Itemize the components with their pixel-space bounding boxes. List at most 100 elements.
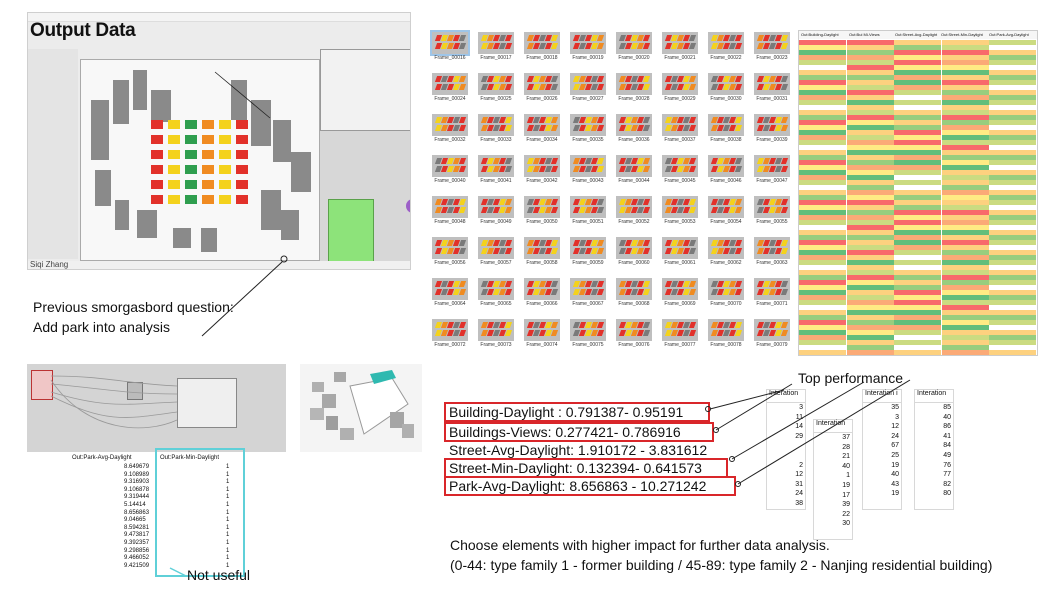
results-cell bbox=[941, 305, 989, 310]
heat-patch bbox=[168, 165, 180, 174]
frame-thumbnail: Frame_00041 bbox=[478, 155, 514, 185]
results-cell bbox=[989, 200, 1037, 205]
frame-image bbox=[754, 114, 790, 136]
park-min-value: 1 bbox=[226, 547, 230, 554]
results-row bbox=[799, 145, 1037, 150]
frame-image bbox=[570, 319, 606, 341]
results-cell bbox=[799, 75, 846, 80]
building-block bbox=[113, 80, 129, 124]
results-cell bbox=[799, 50, 846, 55]
iteration-value: 17 bbox=[842, 491, 850, 499]
frame-image bbox=[662, 196, 698, 218]
park-avg-value: 9.421509 bbox=[124, 562, 150, 569]
frame-thumbnail: Frame_00021 bbox=[662, 32, 698, 62]
heat-patch bbox=[219, 195, 231, 204]
results-row bbox=[799, 150, 1037, 155]
results-cell bbox=[846, 250, 894, 255]
results-cell bbox=[799, 265, 846, 270]
frame-label: Frame_00064 bbox=[434, 301, 466, 307]
frame-image bbox=[662, 73, 698, 95]
heat-patch bbox=[219, 120, 231, 129]
frame-label: Frame_00021 bbox=[664, 55, 696, 61]
results-cell bbox=[894, 270, 942, 275]
results-cell bbox=[941, 175, 989, 180]
results-cell bbox=[846, 320, 894, 325]
iteration-value: 30 bbox=[842, 520, 850, 528]
results-row bbox=[799, 185, 1037, 190]
results-cell bbox=[799, 190, 846, 195]
iteration-header: Interation bbox=[814, 420, 852, 433]
results-cell bbox=[846, 200, 894, 205]
results-cell bbox=[989, 225, 1037, 230]
frame-image bbox=[570, 73, 606, 95]
frame-label: Frame_00075 bbox=[572, 342, 604, 348]
results-cell bbox=[941, 330, 989, 335]
results-cell bbox=[941, 90, 989, 95]
results-cell bbox=[941, 85, 989, 90]
iteration-value: 3 bbox=[895, 413, 899, 421]
results-cell bbox=[941, 320, 989, 325]
results-cell bbox=[941, 275, 989, 280]
metric-label: Park-Avg-Daylight: 8.656863 - 10.271242 bbox=[449, 478, 707, 494]
results-cell bbox=[989, 230, 1037, 235]
iteration-header: Interation bbox=[767, 390, 805, 403]
heat-patch bbox=[236, 135, 248, 144]
frame-image bbox=[754, 73, 790, 95]
results-cell bbox=[894, 45, 942, 50]
results-cell bbox=[941, 350, 989, 355]
results-cell bbox=[846, 120, 894, 125]
results-cell bbox=[846, 175, 894, 180]
results-row bbox=[799, 165, 1037, 170]
park-avg-value: 5.14414 bbox=[124, 502, 146, 508]
heat-patch bbox=[219, 180, 231, 189]
results-row bbox=[799, 55, 1037, 60]
results-cell bbox=[941, 240, 989, 245]
results-cell bbox=[989, 50, 1037, 55]
results-cell bbox=[989, 60, 1037, 65]
building-block bbox=[95, 170, 111, 206]
results-cell bbox=[799, 325, 846, 330]
frame-image bbox=[616, 196, 652, 218]
results-cell bbox=[799, 40, 846, 45]
status-bar bbox=[28, 261, 410, 269]
iteration-value: 2 bbox=[799, 461, 803, 469]
frame-image bbox=[708, 237, 744, 259]
frame-image bbox=[616, 237, 652, 259]
frame-image bbox=[662, 278, 698, 300]
results-cell bbox=[894, 275, 942, 280]
results-row bbox=[799, 295, 1037, 300]
results-cell bbox=[894, 40, 942, 45]
results-row bbox=[799, 105, 1037, 110]
results-cell bbox=[941, 110, 989, 115]
results-cell bbox=[894, 180, 942, 185]
iteration-value: 24 bbox=[795, 490, 803, 498]
frame-label: Frame_00043 bbox=[572, 178, 604, 184]
heat-patch bbox=[236, 195, 248, 204]
results-cell bbox=[941, 145, 989, 150]
frame-thumbnail: Frame_00048 bbox=[432, 196, 468, 226]
results-cell bbox=[846, 245, 894, 250]
results-cell bbox=[894, 140, 942, 145]
frame-label: Frame_00056 bbox=[434, 260, 466, 266]
results-cell bbox=[941, 270, 989, 275]
results-cell bbox=[846, 65, 894, 70]
results-cell bbox=[941, 260, 989, 265]
frame-label: Frame_00070 bbox=[710, 301, 742, 307]
results-cell bbox=[894, 285, 942, 290]
frame-image bbox=[524, 319, 560, 341]
results-cell bbox=[941, 220, 989, 225]
results-cell bbox=[989, 120, 1037, 125]
header-street-avg: Out:Street-Avg-Daylight bbox=[895, 32, 938, 37]
results-cell bbox=[941, 345, 989, 350]
results-cell bbox=[941, 155, 989, 160]
results-row bbox=[799, 155, 1037, 160]
results-cell bbox=[799, 70, 846, 75]
results-cell bbox=[989, 185, 1037, 190]
frame-label: Frame_00045 bbox=[664, 178, 696, 184]
frame-image bbox=[432, 278, 468, 300]
results-cell bbox=[799, 275, 846, 280]
frame-image bbox=[478, 319, 514, 341]
results-row bbox=[799, 215, 1037, 220]
iteration-value: 19 bbox=[891, 461, 899, 469]
